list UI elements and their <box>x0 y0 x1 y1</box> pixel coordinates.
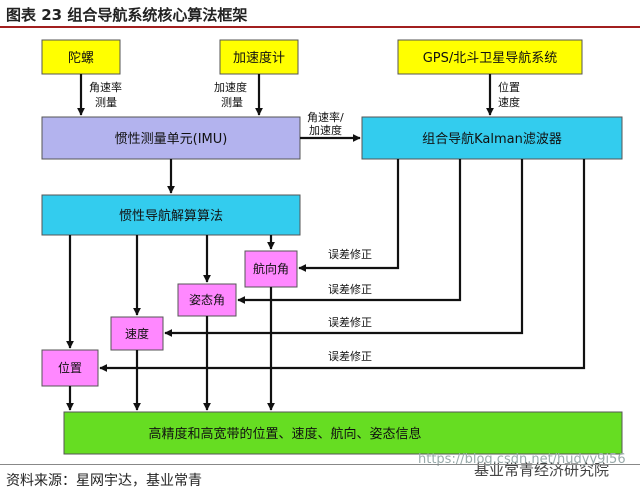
figure-title: 图表 23 组合导航系统核心算法框架 <box>6 6 248 24</box>
accel-box <box>219 39 299 75</box>
correction-heading <box>298 159 400 272</box>
correction-attitude-label: 误差修正 <box>328 282 372 296</box>
imu-box <box>41 116 301 160</box>
velocity-label: 速度 <box>125 326 149 341</box>
heading-box <box>244 250 298 288</box>
source-rule <box>0 464 640 465</box>
gyro-box <box>41 39 121 75</box>
gyro-imu-label-1: 角速率 <box>89 80 122 94</box>
gyro-imu-label-2: 测量 <box>95 96 117 109</box>
ins-box <box>41 194 301 236</box>
gyro-label: 陀螺 <box>68 50 94 66</box>
accel-label: 加速度计 <box>233 50 285 66</box>
gps-label: GPS/北斗卫星导航系统 <box>423 50 558 66</box>
url-watermark: https://blog.csdn.net/hudyy9i56 <box>418 452 626 467</box>
output-label: 高精度和高宽带的位置、速度、航向、姿态信息 <box>148 426 421 442</box>
imu-kalman-label-1: 角速率/ <box>307 110 344 124</box>
kalman-label: 组合导航Kalman滤波器 <box>422 131 562 147</box>
output-box <box>63 411 623 455</box>
gps-kalman-label-2: 速度 <box>498 95 520 109</box>
kalman-box <box>361 116 623 160</box>
ins-label: 惯性导航解算算法 <box>119 208 223 224</box>
gps-kalman-label-1: 位置 <box>498 80 520 94</box>
correction-velocity <box>164 159 524 337</box>
figure-source: 资料来源：星网宇达，基业常青 <box>6 473 202 489</box>
correction-attitude <box>237 159 462 304</box>
title-rule <box>0 26 640 28</box>
brand-watermark: 基业常青经济研究院 <box>474 461 610 479</box>
position-label: 位置 <box>58 360 82 375</box>
gps-box <box>397 39 583 75</box>
accel-imu-label-2: 测量 <box>221 96 243 109</box>
imu-kalman-label-2: 加速度 <box>309 123 342 137</box>
correction-heading-label: 误差修正 <box>328 247 372 261</box>
correction-position <box>99 159 586 372</box>
heading-label: 航向角 <box>253 261 289 276</box>
accel-imu-label-1: 加速度 <box>214 80 247 94</box>
imu-label: 惯性测量单元(IMU) <box>115 131 228 147</box>
correction-position-label: 误差修正 <box>328 349 372 363</box>
correction-velocity-label: 误差修正 <box>328 315 372 329</box>
attitude-label: 姿态角 <box>189 293 225 307</box>
